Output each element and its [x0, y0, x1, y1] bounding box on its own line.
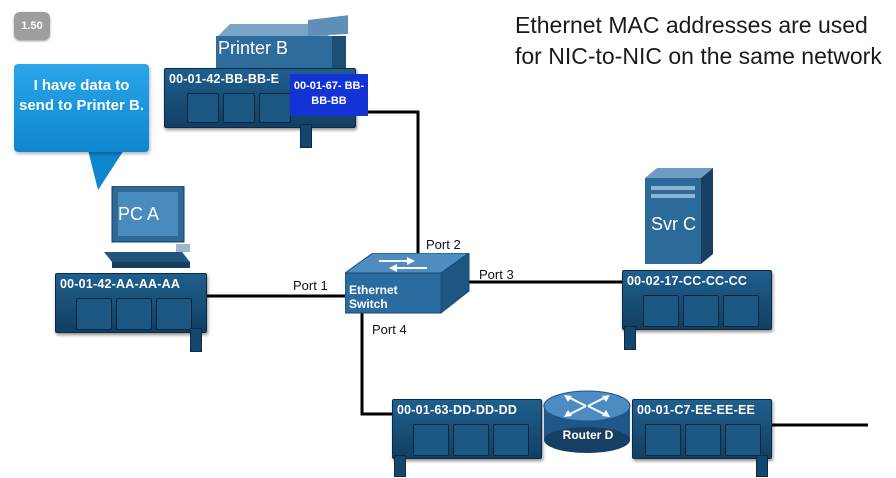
- printer-name: Printer B: [218, 38, 289, 58]
- switch-name: Ethernet Switch: [349, 283, 398, 311]
- port-1-label: Port 1: [293, 278, 328, 293]
- printer-nic-bracket: [300, 124, 312, 148]
- nic-chip: [76, 298, 112, 330]
- nic-chip: [413, 424, 449, 456]
- printer-icon: Printer B: [208, 14, 358, 74]
- pc-name: PC A: [118, 204, 160, 224]
- nic-chip: [453, 424, 489, 456]
- router-name: Router D: [562, 428, 614, 442]
- speech-bubble: I have data to send to Printer B.: [14, 64, 149, 152]
- nic-chip: [156, 298, 192, 330]
- port-2-label: Port 2: [426, 237, 461, 252]
- nic-chip: [645, 424, 681, 456]
- router-icon: Router D: [542, 382, 632, 454]
- pc-icon: PC A: [104, 185, 196, 270]
- cable-switch-router: [360, 312, 392, 416]
- router-left-nic-bracket: [394, 455, 406, 477]
- cable-switch-printer: [368, 110, 420, 262]
- nic-chip: [685, 424, 721, 456]
- router-nic-left: 00-01-63-DD-DD-DD: [392, 399, 542, 459]
- server-nic: 00-02-17-CC-CC-CC: [622, 270, 772, 330]
- nic-chip: [723, 295, 759, 327]
- port-3-label: Port 3: [479, 267, 514, 282]
- server-mac-label: 00-02-17-CC-CC-CC: [627, 274, 748, 288]
- nic-chip: [223, 93, 255, 123]
- playback-speed-badge: 1.50: [14, 12, 50, 40]
- nic-chip: [643, 295, 679, 327]
- nic-chip: [187, 93, 219, 123]
- nic-chip: [259, 93, 291, 123]
- slide-headline: Ethernet MAC addresses are used for NIC-…: [515, 12, 882, 69]
- router-mac-left-label: 00-01-63-DD-DD-DD: [397, 403, 518, 417]
- pc-nic-bracket: [190, 328, 202, 352]
- nic-chip: [725, 424, 761, 456]
- server-icon: Svr C: [645, 168, 717, 264]
- nic-chip: [683, 295, 719, 327]
- server-name: Svr C: [651, 214, 696, 234]
- printer-mac-label: 00-01-42-BB-BB-E: [169, 72, 280, 86]
- router-mac-right-label: 00-01-C7-EE-EE-EE: [637, 403, 756, 417]
- router-right-nic-bracket: [756, 455, 768, 477]
- pc-nic: 00-01-42-AA-AA-AA: [55, 273, 207, 333]
- printer-mac-highlight: 00-01-67- BB-BB-BB: [290, 74, 368, 116]
- speech-bubble-tail: [88, 150, 124, 190]
- pc-mac-label: 00-01-42-AA-AA-AA: [60, 277, 181, 291]
- nic-chip: [493, 424, 529, 456]
- server-nic-bracket: [624, 326, 636, 350]
- nic-chip: [116, 298, 152, 330]
- port-4-label: Port 4: [372, 322, 407, 337]
- router-nic-right: 00-01-C7-EE-EE-EE: [632, 399, 772, 459]
- ethernet-switch-icon: Ethernet Switch: [343, 252, 471, 317]
